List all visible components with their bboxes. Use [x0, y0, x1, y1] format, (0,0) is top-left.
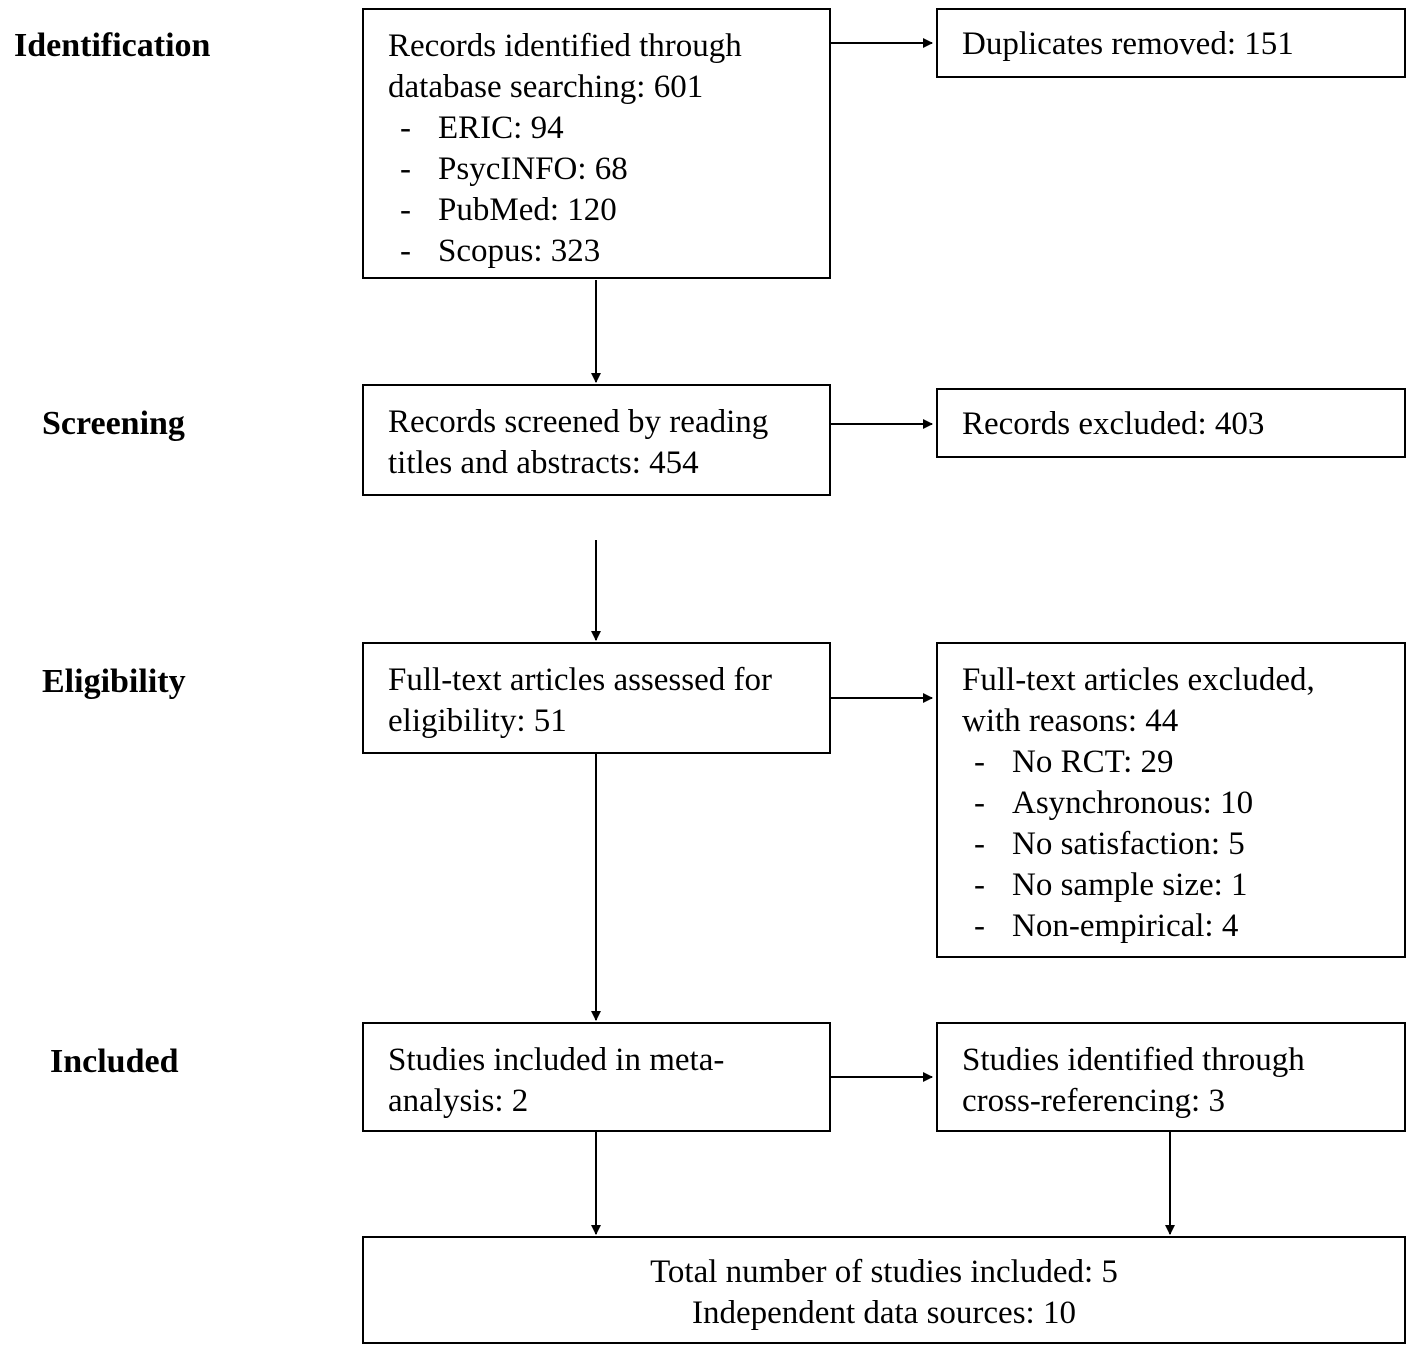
- box-line: database searching: 601: [388, 69, 704, 105]
- list-item-text: Scopus: 323: [438, 233, 601, 269]
- list-marker: -: [974, 826, 985, 862]
- box-line: Records excluded: 403: [962, 406, 1265, 442]
- list-item-text: PsycINFO: 68: [438, 151, 628, 187]
- list-item-text: No satisfaction: 5: [1012, 826, 1245, 862]
- list-item-text: ERIC: 94: [438, 110, 564, 146]
- stage-eligibility: Eligibility: [42, 663, 186, 700]
- stage-included: Included: [50, 1043, 179, 1080]
- stage-identification: Identification: [14, 27, 211, 64]
- list-item-text: Non-empirical: 4: [1012, 908, 1239, 944]
- box-line: Studies included in meta-: [388, 1042, 725, 1078]
- list-marker: -: [400, 110, 411, 146]
- list-marker: -: [974, 867, 985, 903]
- box-line: Independent data sources: 10: [692, 1295, 1076, 1331]
- box-fulltext-assessed: Full-text articles assessed for eligibil…: [362, 642, 831, 754]
- database-list: -ERIC: 94 -PsycINFO: 68 -PubMed: 120 -Sc…: [388, 108, 819, 272]
- box-line: Duplicates removed: 151: [962, 26, 1294, 62]
- box-duplicates-removed: Duplicates removed: 151: [936, 8, 1406, 78]
- list-marker: -: [974, 744, 985, 780]
- box-studies-meta: Studies included in meta- analysis: 2: [362, 1022, 831, 1132]
- list-marker: -: [400, 233, 411, 269]
- box-total-included: Total number of studies included: 5 Inde…: [362, 1236, 1406, 1344]
- box-line: titles and abstracts: 454: [388, 445, 699, 481]
- list-item: -No RCT: 29: [962, 742, 1394, 783]
- list-item: -Non-empirical: 4: [962, 906, 1394, 947]
- box-line: with reasons: 44: [962, 703, 1179, 739]
- list-marker: -: [974, 785, 985, 821]
- list-item-text: Asynchronous: 10: [1012, 785, 1254, 821]
- box-line: Records screened by reading: [388, 404, 769, 440]
- box-records-excluded: Records excluded: 403: [936, 388, 1406, 458]
- list-marker: -: [400, 192, 411, 228]
- box-line: Studies identified through: [962, 1042, 1305, 1078]
- list-item: -No sample size: 1: [962, 865, 1394, 906]
- list-item: -ERIC: 94: [388, 108, 819, 149]
- list-item: -Scopus: 323: [388, 231, 819, 272]
- box-line: analysis: 2: [388, 1083, 529, 1119]
- stage-screening: Screening: [42, 405, 185, 442]
- box-line: Total number of studies included: 5: [650, 1254, 1118, 1290]
- box-line: cross-referencing: 3: [962, 1083, 1225, 1119]
- box-line: eligibility: 51: [388, 703, 567, 739]
- list-marker: -: [974, 908, 985, 944]
- box-records-screened: Records screened by reading titles and a…: [362, 384, 831, 496]
- box-line: Full-text articles excluded,: [962, 662, 1315, 698]
- box-fulltext-excluded: Full-text articles excluded, with reason…: [936, 642, 1406, 958]
- box-records-identified: Records identified through database sear…: [362, 8, 831, 279]
- list-item: -No satisfaction: 5: [962, 824, 1394, 865]
- list-marker: -: [400, 151, 411, 187]
- list-item: -Asynchronous: 10: [962, 783, 1394, 824]
- exclusion-reasons-list: -No RCT: 29 -Asynchronous: 10 -No satisf…: [962, 742, 1394, 947]
- list-item-text: No RCT: 29: [1012, 744, 1174, 780]
- box-studies-crossref: Studies identified through cross-referen…: [936, 1022, 1406, 1132]
- list-item-text: PubMed: 120: [438, 192, 617, 228]
- box-line: Full-text articles assessed for: [388, 662, 772, 698]
- list-item: -PsycINFO: 68: [388, 149, 819, 190]
- list-item: -PubMed: 120: [388, 190, 819, 231]
- box-line: Records identified through: [388, 28, 742, 64]
- list-item-text: No sample size: 1: [1012, 867, 1248, 903]
